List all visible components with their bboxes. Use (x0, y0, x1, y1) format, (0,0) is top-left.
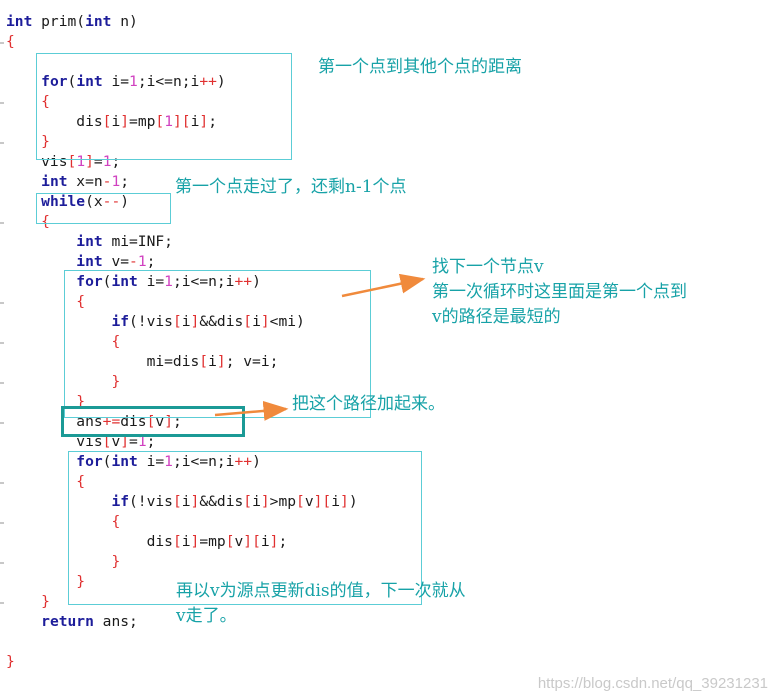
note-find-next-node-3: v的路径是最短的 (432, 307, 561, 327)
note-update-dis-2: v走了。 (176, 606, 237, 626)
code-line[interactable]: { (41, 213, 50, 230)
code-line[interactable]: mi=dis[i]; v=i; (6, 353, 279, 370)
code-line[interactable]: } (111, 553, 121, 570)
gutter-marker (0, 222, 4, 224)
gutter-marker (0, 422, 4, 424)
code-line[interactable]: { (76, 293, 86, 310)
code-line[interactable]: return ans; (41, 613, 138, 630)
note-update-dis-1: 再以v为源点更新dis的值，下一次就从 (176, 581, 466, 601)
annotation-box-while (36, 193, 171, 224)
gutter-marker (0, 142, 4, 144)
code-line[interactable]: int x=n-1; (41, 173, 130, 190)
code-line[interactable]: { (76, 473, 86, 490)
arrow-to-next-node-note (341, 273, 426, 298)
code-line[interactable]: while(x--) (41, 193, 130, 210)
annotation-box-find-min (64, 270, 371, 418)
annotation-box-init-loop (36, 53, 292, 160)
note-sum-path: 把这个路径加起来。 (292, 394, 445, 414)
gutter-marker (0, 102, 4, 104)
code-line[interactable]: int v=-1; (76, 253, 156, 270)
code-line[interactable]: if(!vis[i]&&dis[i]<mi) (111, 313, 305, 330)
code-line[interactable]: for(int i=1;i<=n;i++) (76, 273, 261, 290)
code-editor[interactable]: int prim(int n) { for(int i=1;i<=n;i++) {… (6, 12, 358, 672)
code-line[interactable]: } (76, 573, 86, 590)
code-line[interactable]: for(int i=1;i<=n;i++) (41, 73, 226, 90)
code-line[interactable]: { (111, 333, 121, 350)
editor-gutter (0, 0, 6, 698)
code-line[interactable]: } (76, 393, 86, 410)
code-line[interactable]: } (41, 593, 50, 610)
gutter-marker (0, 562, 4, 564)
code-line[interactable]: dis[i]=mp[v][i]; (6, 533, 288, 550)
code-line[interactable]: int mi=INF; (76, 233, 173, 250)
gutter-marker (0, 302, 4, 304)
watermark: https://blog.csdn.net/qq_39231231 (537, 675, 768, 692)
code-line[interactable]: { (111, 513, 121, 530)
code-line[interactable]: vis[v]=1; (6, 433, 156, 450)
gutter-marker (0, 602, 4, 604)
code-line[interactable]: vis[1]=1; (6, 153, 121, 170)
note-first-point-distance: 第一个点到其他个点的距离 (318, 57, 522, 77)
code-line[interactable]: } (41, 133, 50, 150)
code-line[interactable]: } (111, 373, 121, 390)
code-line[interactable]: { (41, 93, 50, 110)
gutter-marker (0, 342, 4, 344)
gutter-marker (0, 382, 4, 384)
gutter-marker (0, 522, 4, 524)
code-line[interactable]: int prim(int n) (6, 13, 138, 30)
code-line[interactable]: } (6, 653, 15, 670)
note-find-next-node-2: 第一次循环时这里面是第一个点到 (432, 282, 687, 302)
annotation-box-ans (61, 406, 245, 437)
note-find-next-node-1: 找下一个节点v (432, 257, 544, 277)
arrow-to-sum-note (214, 400, 289, 421)
code-line[interactable]: { (6, 33, 15, 50)
code-line[interactable]: dis[i]=mp[1][i]; (6, 113, 217, 130)
gutter-marker (0, 482, 4, 484)
note-remaining-points: 第一个点走过了，还剩n-1个点 (175, 177, 407, 197)
code-line[interactable]: for(int i=1;i<=n;i++) (76, 453, 261, 470)
code-line[interactable]: if(!vis[i]&&dis[i]>mp[v][i]) (111, 493, 358, 510)
annotation-box-update (68, 451, 422, 605)
gutter-marker (0, 42, 4, 44)
